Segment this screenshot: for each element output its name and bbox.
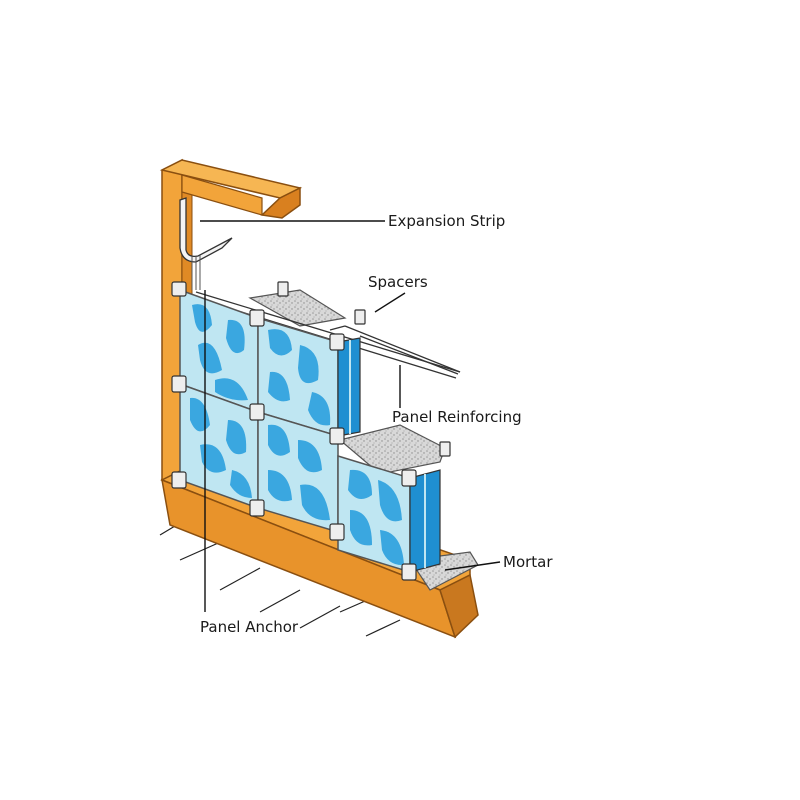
label-expansion-strip: Expansion Strip	[388, 212, 506, 230]
label-mortar: Mortar	[503, 553, 553, 571]
glass-block-panels	[179, 288, 441, 574]
leader-lines	[200, 220, 501, 612]
mortar-leader	[444, 561, 501, 571]
label-spacers: Spacers	[368, 273, 428, 291]
label-panel-anchor: Panel Anchor	[200, 618, 299, 636]
mortar-bed	[248, 289, 479, 591]
floor-hatch-lines	[159, 516, 401, 637]
expansion-strip	[179, 197, 233, 290]
spacers	[171, 281, 451, 581]
label-panel-reinforcing: Panel Reinforcing	[392, 408, 522, 426]
spacers-leader	[374, 292, 406, 313]
